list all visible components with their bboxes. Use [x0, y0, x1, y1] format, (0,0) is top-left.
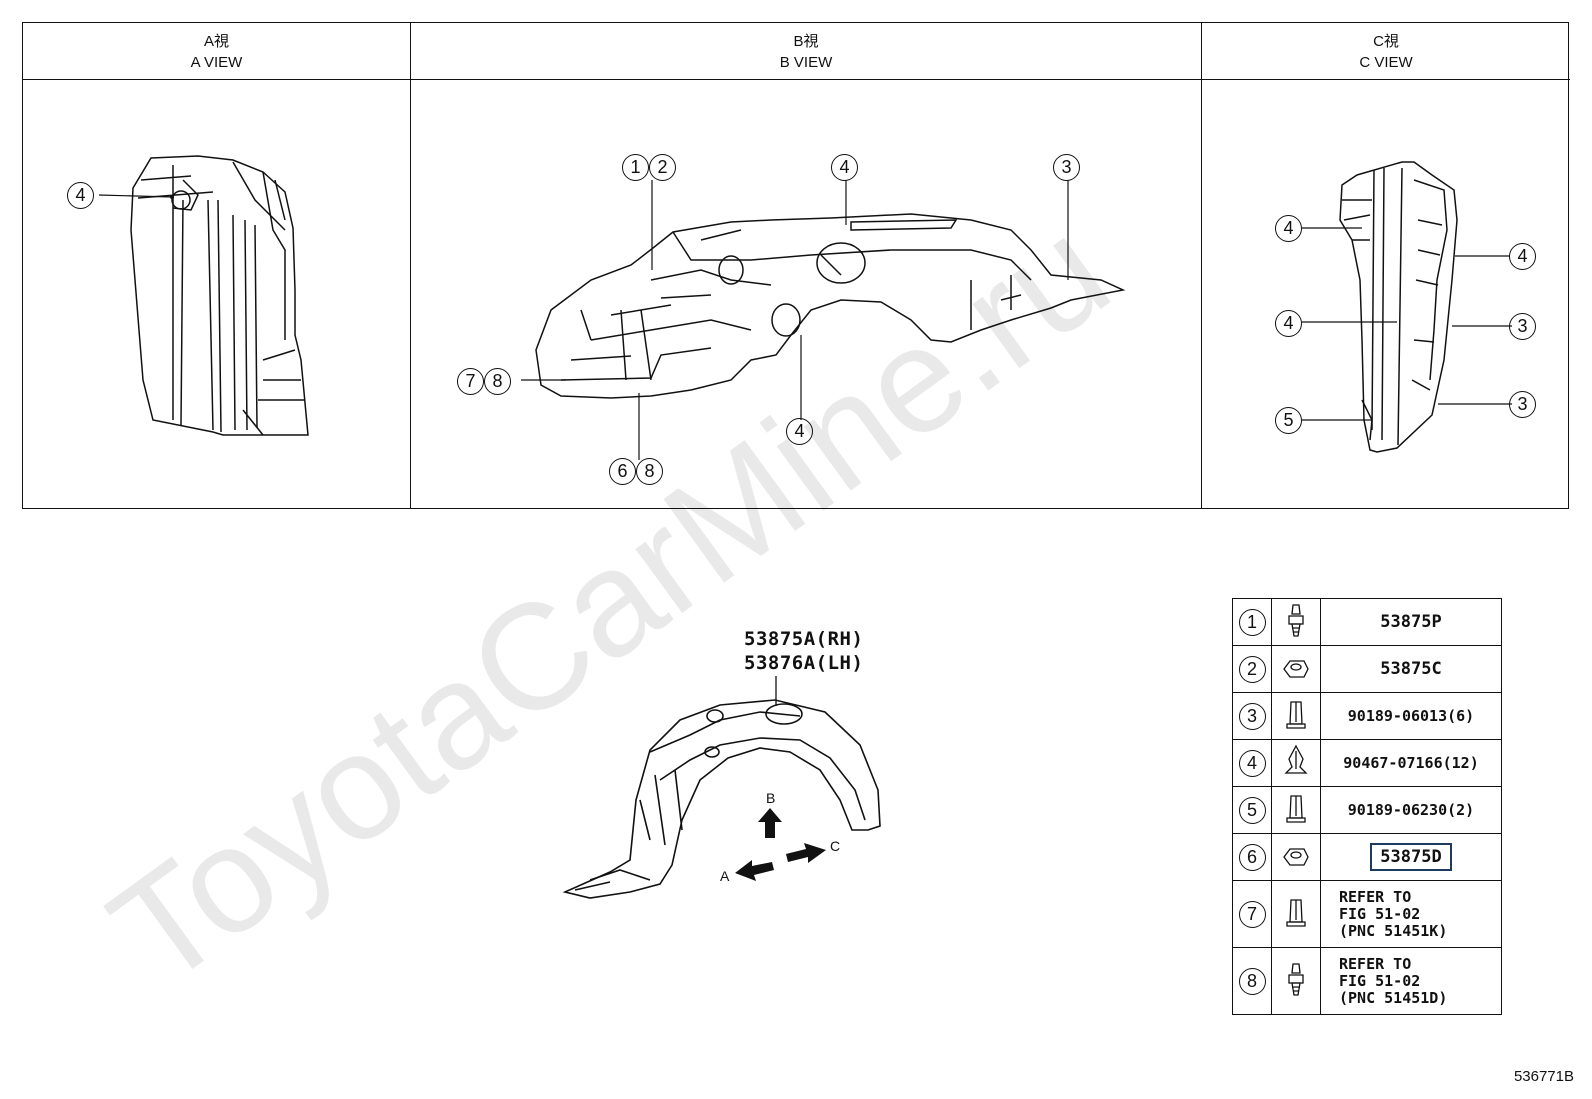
view-c-body: 4 4 4 3 5 3: [1202, 80, 1570, 508]
callout-4: 4: [1509, 243, 1536, 270]
view-a-title-jp: A視: [203, 33, 229, 50]
legend-row: 1 53875P: [1232, 598, 1502, 646]
callout-1: 1: [622, 154, 649, 181]
view-a-panel: A視 A VIEW 4: [23, 23, 410, 508]
legend-part-number: 53875C: [1320, 645, 1502, 693]
callout-4: 4: [1275, 215, 1302, 242]
parts-legend-table: 1 53875P 2 53875C 3 90189-06013(6) 4 904…: [1232, 598, 1502, 1015]
arrow-label-a: A: [720, 868, 730, 884]
callout-3: 3: [1053, 154, 1080, 181]
callout-5: 5: [1275, 407, 1302, 434]
leader-lines: [1302, 227, 1512, 421]
view-b-panel: B視 B VIEW: [410, 23, 1201, 508]
view-b-title-en: B VIEW: [779, 54, 833, 71]
direction-arrows: [735, 808, 826, 881]
part-number-rh: 53875A(RH): [744, 628, 864, 650]
views-table: A視 A VIEW 4 B視 B VI: [22, 22, 1570, 509]
part-number-lh: 53876A(LH): [744, 652, 864, 674]
legend-number: 6: [1238, 843, 1266, 871]
legend-part-number: 90189-06013(6): [1320, 692, 1502, 740]
clip-nut-icon: [1271, 645, 1321, 693]
legend-row: 7 REFER TO FIG 51-02 (PNC 51451K): [1232, 880, 1502, 948]
legend-number: 7: [1238, 900, 1266, 928]
legend-part-number: 90189-06230(2): [1320, 786, 1502, 834]
liner-rear-profile: [1339, 161, 1458, 453]
leader-lines: [521, 180, 1069, 460]
arrow-label-c: C: [830, 838, 841, 854]
legend-row: 3 90189-06013(6): [1232, 692, 1502, 740]
legend-part-number: 53875P: [1320, 598, 1502, 646]
callout-4: 4: [1275, 310, 1302, 337]
push-rivet-icon: [1271, 786, 1321, 834]
legend-row: 4 90467-07166(12): [1232, 739, 1502, 787]
legend-row: 2 53875C: [1232, 645, 1502, 693]
callout-2: 2: [649, 154, 676, 181]
legend-row: 6 53875D: [1232, 833, 1502, 881]
bolt-icon: [1271, 947, 1321, 1015]
legend-part-number: 90467-07166(12): [1320, 739, 1502, 787]
view-b-header: B視 B VIEW: [411, 23, 1201, 80]
legend-number: 2: [1238, 655, 1266, 683]
legend-number: 3: [1238, 702, 1266, 730]
push-rivet-icon: [1271, 880, 1321, 948]
view-a-drawing: [98, 155, 309, 436]
legend-part-number-highlighted: 53875D: [1370, 843, 1452, 871]
view-c-header: C視 C VIEW: [1202, 23, 1570, 80]
callout-4: 4: [831, 154, 858, 181]
legend-number: 5: [1238, 796, 1266, 824]
callout-3: 3: [1509, 313, 1536, 340]
view-a-body: 4: [23, 80, 410, 508]
callout-8: 8: [636, 458, 663, 485]
view-c-title-en: C VIEW: [1359, 54, 1413, 71]
bolt-icon: [1271, 598, 1321, 646]
clip-icon: [1271, 739, 1321, 787]
legend-number: 1: [1238, 608, 1266, 636]
view-a-title-en: A VIEW: [190, 54, 243, 71]
liner-top-profile: [535, 213, 1126, 399]
liner-side-profile: [130, 155, 309, 436]
arrow-label-b: B: [766, 790, 776, 806]
clip-nut-icon: [1271, 833, 1321, 881]
view-c-panel: C視 C VIEW: [1201, 23, 1570, 508]
callout-4: 4: [67, 182, 94, 209]
push-rivet-icon: [1271, 692, 1321, 740]
view-c-drawing: [1302, 161, 1512, 453]
legend-row: 5 90189-06230(2): [1232, 786, 1502, 834]
legend-row: 8 REFER TO FIG 51-02 (PNC 51451D): [1232, 947, 1502, 1015]
legend-number: 8: [1238, 967, 1266, 995]
legend-reference: REFER TO FIG 51-02 (PNC 51451D): [1320, 947, 1502, 1015]
callout-7: 7: [457, 368, 484, 395]
legend-number: 4: [1238, 749, 1266, 777]
legend-reference: REFER TO FIG 51-02 (PNC 51451K): [1320, 880, 1502, 948]
view-b-title-jp: B視: [793, 33, 819, 50]
callout-3: 3: [1509, 391, 1536, 418]
view-c-title-jp: C視: [1373, 33, 1399, 50]
figure-number: 536771B: [1513, 1068, 1574, 1085]
callout-6: 6: [609, 458, 636, 485]
view-b-drawing: [521, 180, 1126, 460]
callout-4: 4: [786, 418, 813, 445]
callout-8: 8: [484, 368, 511, 395]
view-a-header: A視 A VIEW: [23, 23, 410, 80]
